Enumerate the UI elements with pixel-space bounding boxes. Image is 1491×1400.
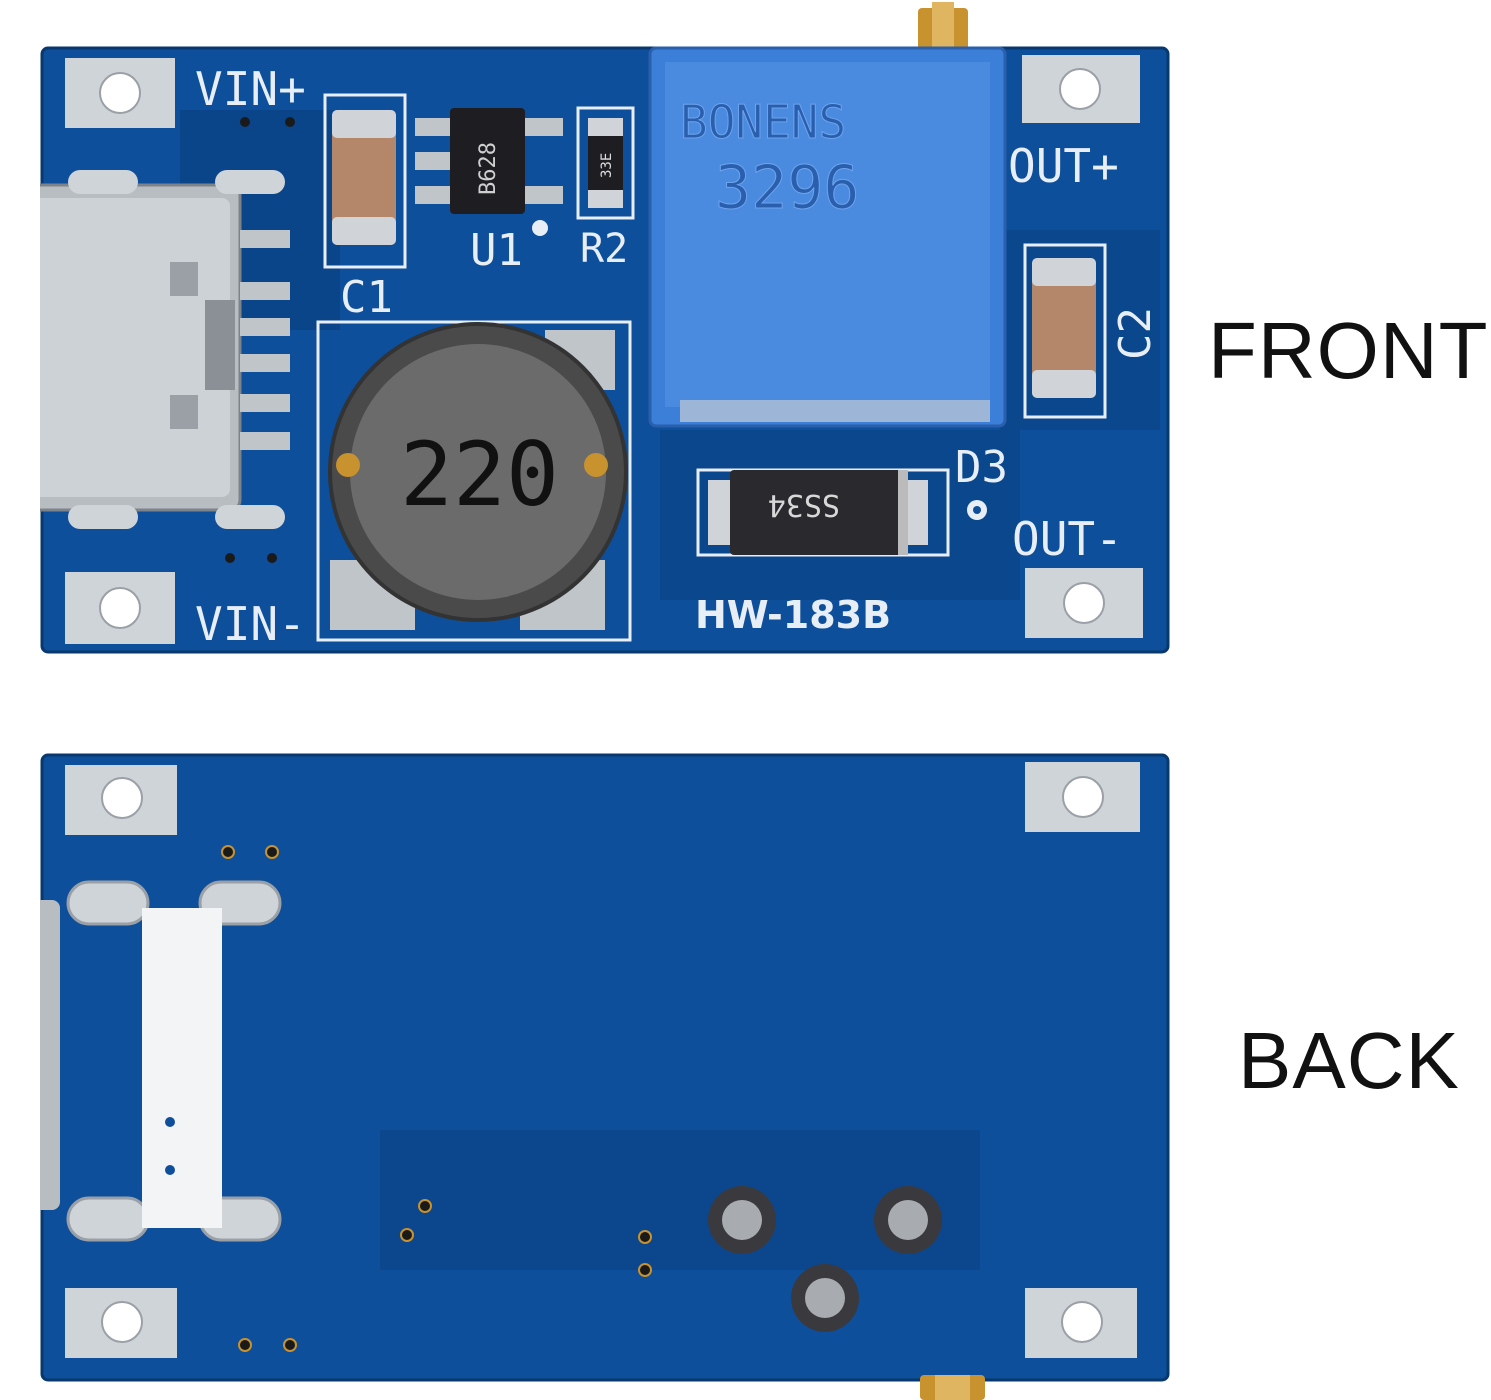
silk-out-minus: OUT-	[1012, 512, 1123, 566]
front-board: VIN+ VIN- C1 B628 U1	[40, 2, 1170, 654]
back-mount-hole-bottom-right	[1025, 1288, 1137, 1358]
inductor: 220	[316, 320, 632, 642]
mount-hole-bottom-left	[65, 572, 175, 644]
back-mount-hole-bottom-left	[65, 1288, 177, 1358]
silk-c1: C1	[340, 272, 393, 323]
capacitor-c2	[1023, 243, 1107, 419]
silk-out-plus: OUT+	[1008, 139, 1119, 193]
silk-vin-minus: VIN-	[195, 597, 306, 651]
back-usb-c-connector	[40, 880, 282, 1242]
pot-solder-joints	[708, 1186, 942, 1332]
mount-hole-top-right	[1022, 55, 1140, 123]
chip-marking: B628	[476, 142, 501, 195]
back-label: BACK	[1238, 1016, 1460, 1105]
capacitor-c1	[323, 93, 407, 269]
mount-hole-top-left	[65, 58, 175, 128]
silk-vin-plus: VIN+	[195, 62, 306, 116]
mount-hole-bottom-right	[1025, 568, 1143, 638]
diode-marking: SS34	[768, 487, 840, 522]
potentiometer: BONENS 3296	[648, 2, 1007, 428]
front-label: FRONT	[1208, 306, 1489, 395]
chip-u1: B628	[415, 108, 563, 214]
back-board	[40, 753, 1170, 1400]
back-mount-hole-top-left	[65, 765, 177, 835]
resistor-marking: 33E	[599, 153, 615, 178]
pot-model: 3296	[715, 153, 860, 223]
silk-r2: R2	[580, 226, 628, 272]
pot-brand: BONENS	[680, 95, 846, 149]
back-mount-hole-top-right	[1025, 762, 1140, 832]
silk-d3: D3	[955, 442, 1008, 493]
silk-c2: C2	[1110, 307, 1161, 360]
resistor-r2: 33E	[576, 106, 635, 220]
silk-u1: U1	[470, 225, 523, 276]
silk-model: HW-183B	[695, 593, 891, 637]
inductor-marking: 220	[400, 423, 559, 526]
usb-c-connector	[40, 170, 290, 529]
diode-d3: SS34	[696, 468, 950, 557]
